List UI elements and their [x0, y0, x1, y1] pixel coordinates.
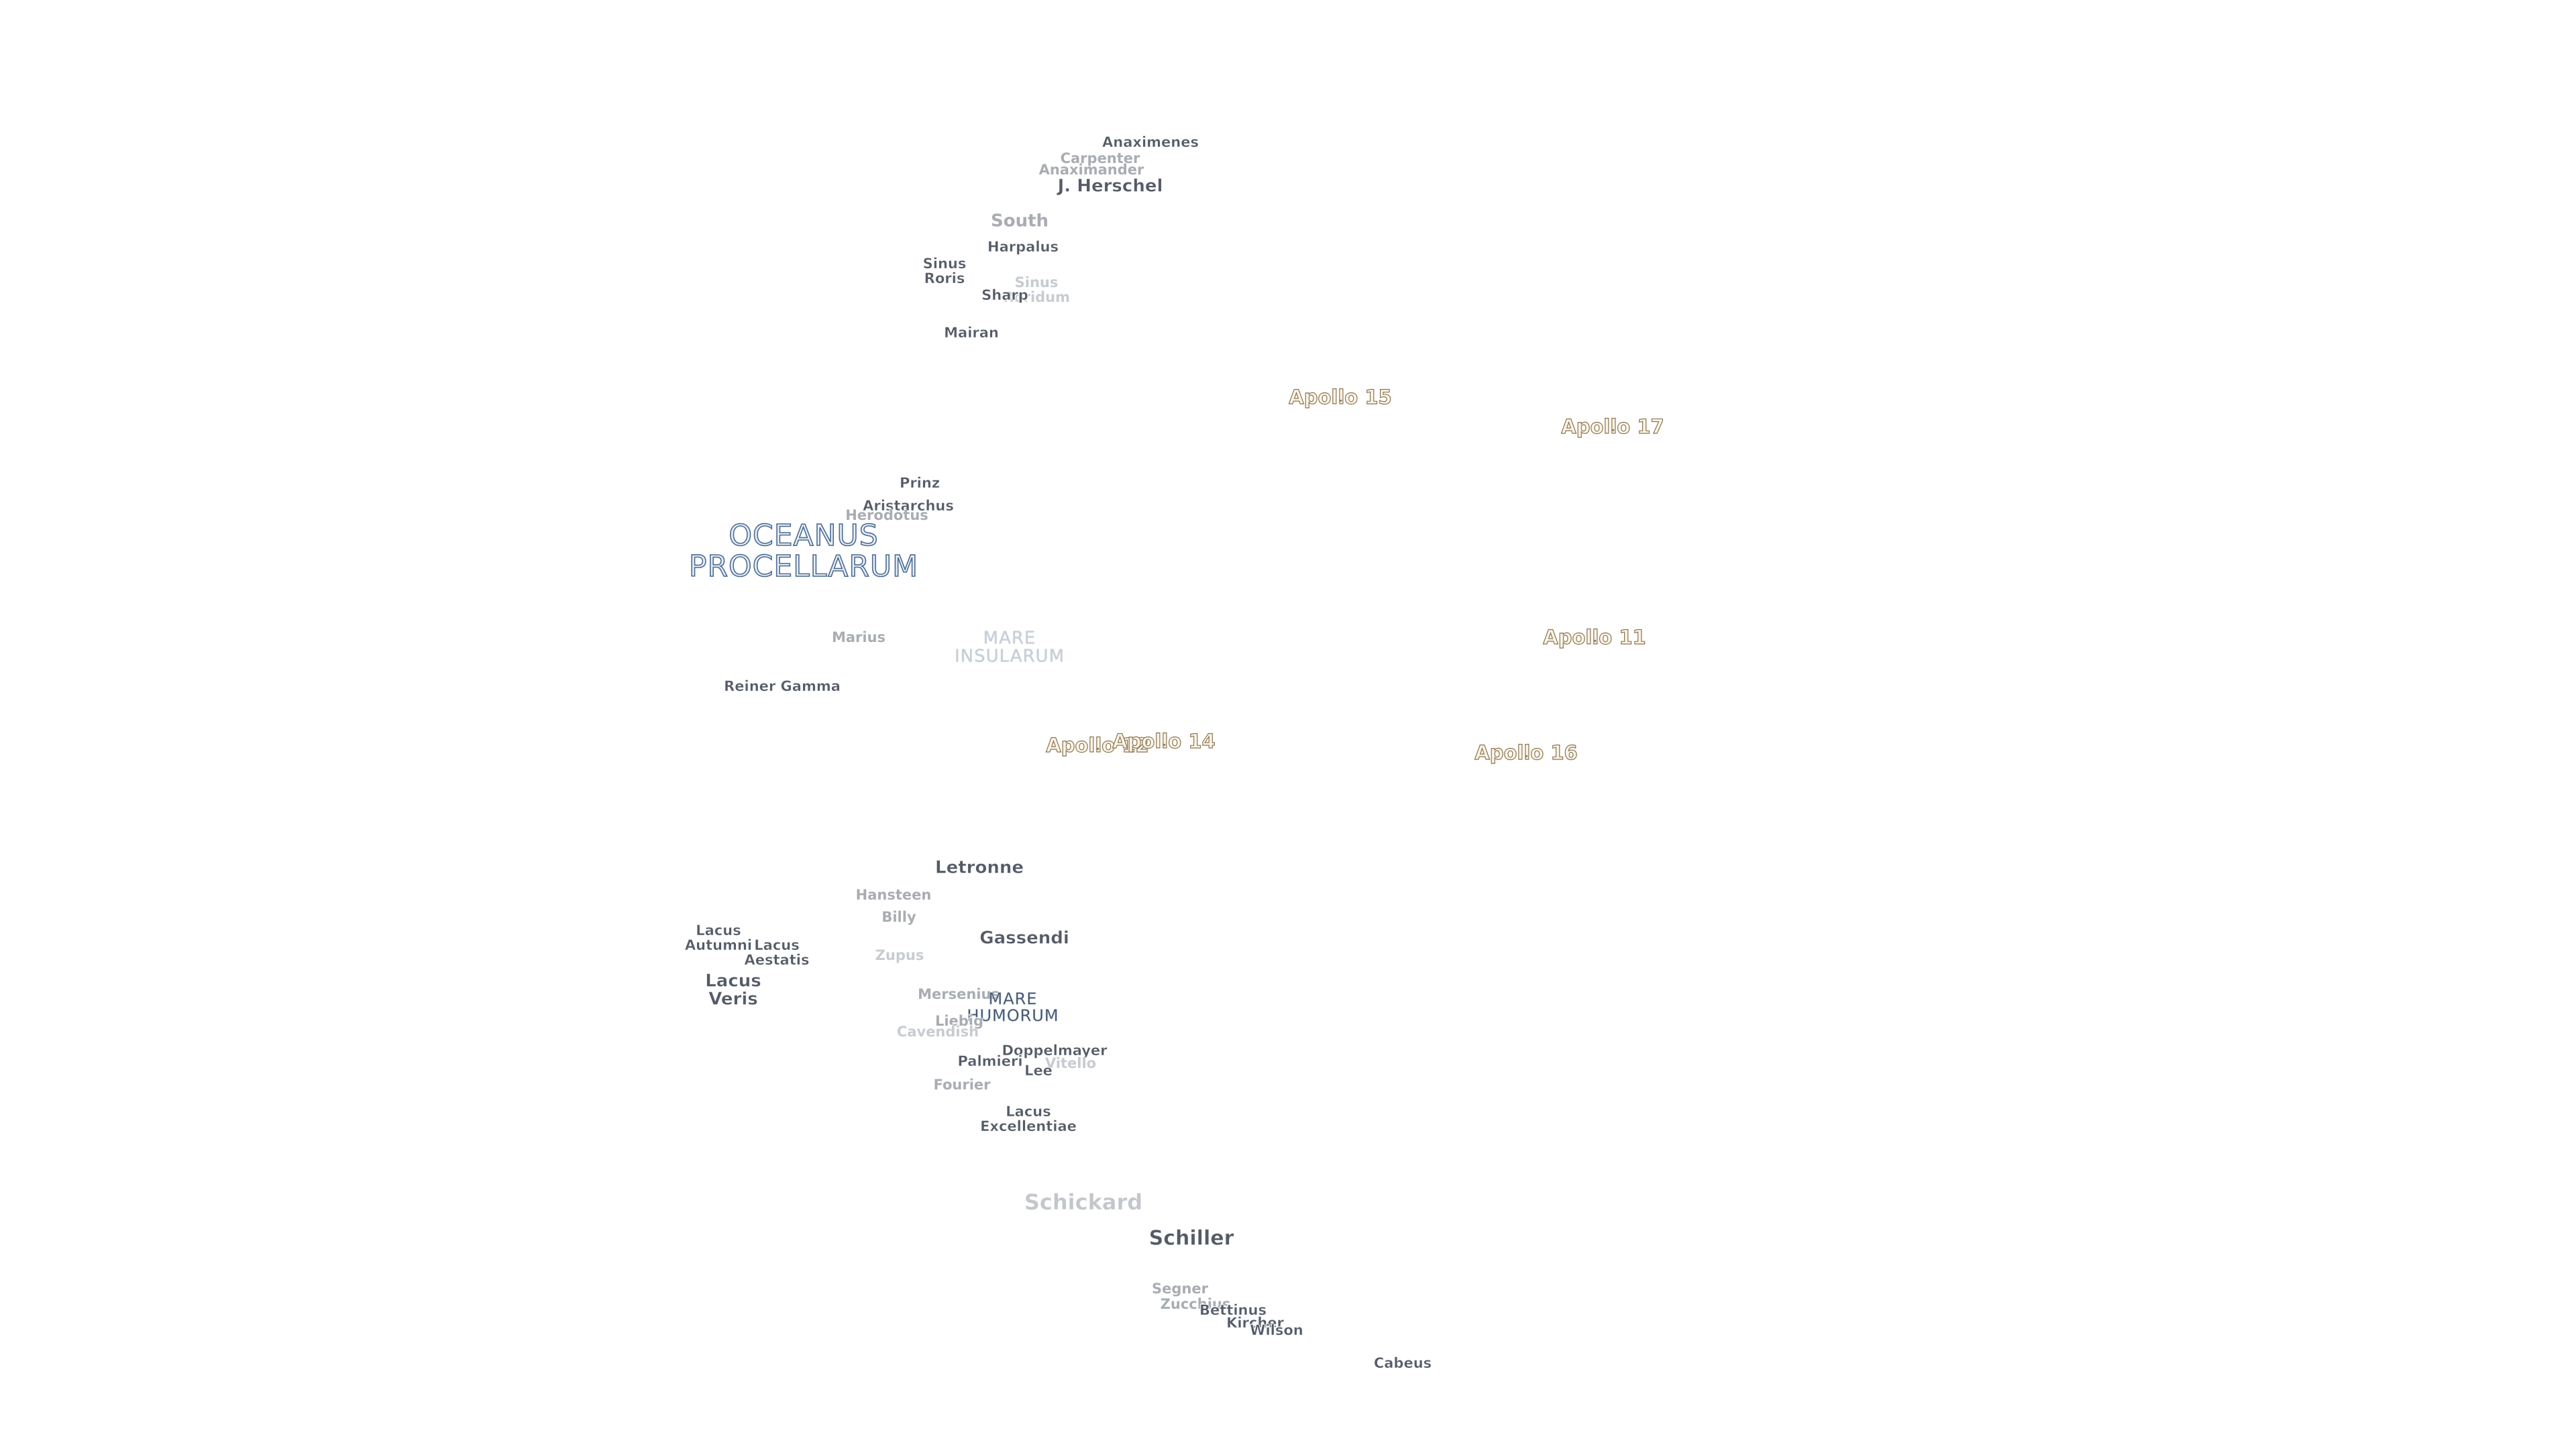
feature-label: Billy: [881, 908, 916, 925]
feature-label: MARE INSULARUM: [954, 628, 1065, 667]
feature-label: Marius: [831, 629, 886, 645]
feature-label: Fourier: [933, 1076, 991, 1093]
feature-label: Carpenter: [1060, 150, 1140, 166]
feature-label: OCEANUS PROCELLARUM: [688, 518, 919, 584]
feature-label: Harpalus: [987, 238, 1059, 255]
feature-label: Mairan: [944, 324, 999, 341]
apollo-site-label[interactable]: Apollo 12: [1046, 733, 1150, 757]
feature-label: Lacus Veris: [705, 971, 761, 1010]
feature-label: Prinz: [899, 474, 941, 491]
feature-label: Sharp: [981, 286, 1028, 303]
feature-label: Zupus: [875, 947, 924, 963]
feature-label: Lee: [1024, 1062, 1053, 1079]
feature-label: Lacus Autumni: [684, 922, 753, 953]
feature-label: Hansteen: [855, 886, 932, 903]
apollo-site-label[interactable]: Apollo 17: [1561, 415, 1665, 438]
feature-label: Letronne: [935, 857, 1024, 878]
feature-label: Anaximenes: [1102, 133, 1199, 150]
feature-label: Sinus Roridum: [1002, 274, 1071, 305]
apollo-site-label[interactable]: Apollo 15: [1289, 385, 1393, 409]
feature-label: South: [990, 211, 1049, 231]
feature-label: Schiller: [1148, 1226, 1234, 1250]
feature-label: Lacus Excellentiae: [980, 1103, 1077, 1134]
feature-label: Anaximander: [1038, 161, 1144, 178]
feature-label: Segner: [1152, 1280, 1208, 1297]
feature-label: Zucchius: [1160, 1295, 1231, 1312]
feature-label: Cavendish: [896, 1023, 979, 1040]
feature-label: Vitello: [1044, 1055, 1097, 1071]
feature-label: Palmieri: [957, 1053, 1023, 1069]
feature-label: Schickard: [1024, 1189, 1143, 1216]
feature-label: Cabeus: [1373, 1354, 1432, 1371]
feature-label: Bettinus: [1199, 1301, 1267, 1318]
feature-label: J. Herschel: [1057, 176, 1163, 197]
feature-label: Wilson: [1250, 1322, 1303, 1338]
feature-label: Lacus Aestatis: [744, 936, 810, 968]
feature-label: Liebig: [934, 1012, 984, 1029]
feature-label: Herodotus: [845, 506, 928, 523]
apollo-site-label[interactable]: Apollo 16: [1474, 741, 1578, 764]
apollo-site-label[interactable]: Apollo 14: [1112, 729, 1216, 753]
feature-label: Aristarchus: [863, 497, 954, 514]
feature-label: Kircher: [1226, 1314, 1284, 1331]
feature-label: Reiner Gamma: [724, 678, 841, 694]
feature-label: MARE HUMORUM: [967, 989, 1059, 1025]
feature-label: Mersenius: [918, 985, 1000, 1002]
apollo-site-label[interactable]: Apollo 11: [1543, 625, 1647, 649]
feature-label: Doppelmayer: [1002, 1042, 1108, 1059]
feature-label: Sinus Roris: [922, 255, 967, 286]
feature-label: Gassendi: [979, 928, 1069, 949]
